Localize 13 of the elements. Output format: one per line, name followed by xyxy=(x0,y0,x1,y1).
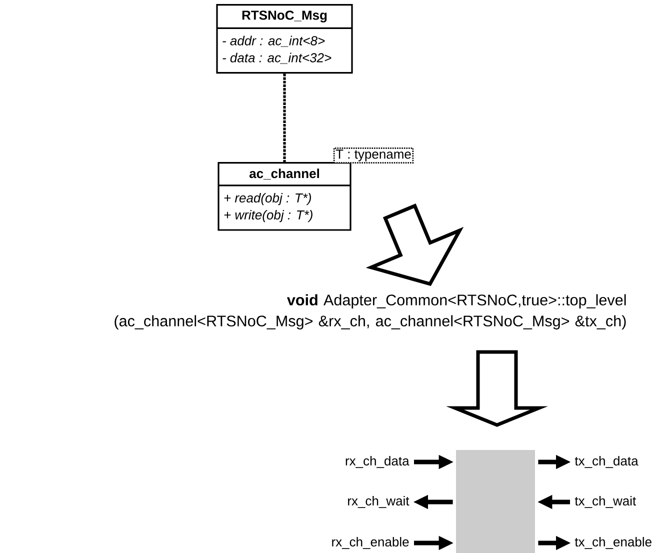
signal-label: rx_ch_enable xyxy=(332,536,409,549)
signal-label: tx_ch_wait xyxy=(574,496,636,508)
template-parameter-box: T : typename xyxy=(333,148,414,164)
hardware-block xyxy=(456,450,535,553)
class-box: RTSNoC_Msg - addr : ac_int<8> - data : ac_int<32> xyxy=(216,4,353,74)
signal-label: tx_ch_enable xyxy=(574,536,652,549)
signal-label: tx_ch_data xyxy=(574,456,638,468)
class-box: ac_channel + read(obj : T*) + write(obj : T*) xyxy=(218,162,352,231)
signal-label: rx_ch_data xyxy=(346,456,410,468)
signal-label: rx_ch_wait xyxy=(348,496,410,508)
block-arrow xyxy=(446,350,548,427)
dotted-line xyxy=(283,74,286,162)
function-signature: void Adapter_Common<RTSNoC,true>::top_level (ac_channel<RTSNoC_Msg> &rx_ch, ac_channel<RTSNoC_Msg> &tx_ch) xyxy=(114,294,626,330)
